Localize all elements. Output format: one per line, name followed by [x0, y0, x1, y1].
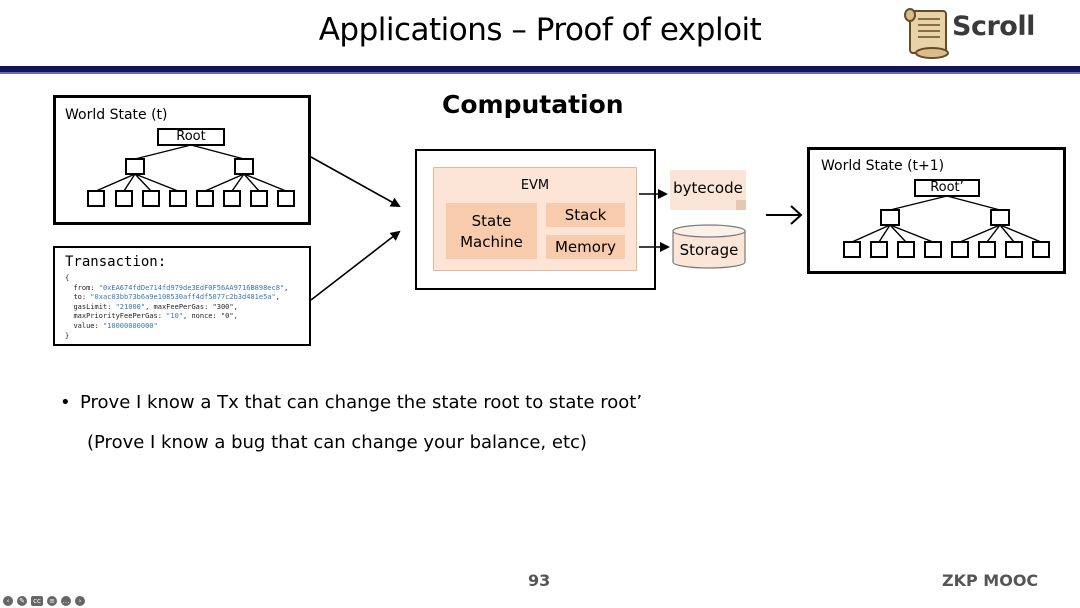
state-machine-box: State Machine: [446, 203, 537, 259]
code-line-value: value: "10000000000": [73, 321, 158, 330]
stack-box: Stack: [546, 203, 625, 227]
state-machine-label: State Machine: [460, 212, 523, 251]
code-close-brace: }: [65, 331, 70, 340]
bytecode-page-fold: [736, 200, 746, 210]
code-line-gas: gasLimit: "21000", maxFeePerGas: "300",: [73, 302, 238, 311]
scroll-logo-icon: [904, 8, 949, 59]
menu-icon[interactable]: ≡: [47, 596, 57, 606]
title-divider-shadow: [0, 72, 1080, 74]
world-state-t-label: World State (t): [65, 107, 168, 123]
world-state-t1-label: World State (t+1): [821, 158, 945, 174]
stack-label: Stack: [564, 206, 607, 224]
computation-heading: Computation: [442, 90, 624, 119]
bytecode-box: bytecode: [670, 170, 746, 210]
world-state-t1-box: World State (t+1): [807, 147, 1066, 274]
bytecode-label: bytecode: [673, 179, 743, 197]
code-open-brace: {: [65, 274, 70, 282]
code-line-from: from: "0xEA674fdDe714fd979de3EdF0F56AA97…: [73, 283, 289, 292]
logo-text: Scroll: [952, 11, 1035, 42]
evm-label: EVM: [520, 178, 550, 193]
memory-label: Memory: [554, 238, 616, 256]
root-label-t: Root: [176, 129, 206, 144]
page-number: 93: [528, 571, 551, 590]
edit-icon[interactable]: ✎: [17, 596, 27, 606]
transaction-code: { from: "0xEA674fdDe714fd979de3EdF0F56AA…: [65, 274, 288, 341]
arrow-tx-to-evm: [310, 230, 401, 301]
storage-label: Storage: [679, 241, 739, 259]
bullet-sub: (Prove I know a bug that can change your…: [87, 432, 587, 453]
arrow-to-new-state: [766, 205, 803, 225]
prev-icon[interactable]: ‹: [3, 596, 13, 606]
slide-title: Applications – Proof of exploit: [318, 12, 762, 48]
code-line-priority: maxPriorityFeePerGas: "10", nonce: "0",: [73, 312, 238, 321]
arrow-state-to-evm: [310, 156, 401, 207]
title-divider: [0, 66, 1080, 72]
captions-icon[interactable]: cc: [31, 596, 43, 606]
world-state-t-box: World State (t): [53, 95, 311, 225]
next-icon[interactable]: ›: [75, 596, 85, 606]
bullet-dot: •: [60, 392, 71, 413]
bullet-main: • Prove I know a Tx that can change the s…: [60, 392, 642, 413]
transaction-title: Transaction:: [65, 254, 167, 270]
bullet-main-text: Prove I know a Tx that can change the st…: [80, 392, 643, 413]
more-icon[interactable]: …: [61, 596, 71, 606]
root-label-t1: Root’: [930, 180, 964, 195]
memory-box: Memory: [546, 235, 625, 259]
transaction-box: Transaction: { from: "0xEA674fdDe714fd97…: [53, 246, 311, 346]
footer-brand: ZKP MOOC: [942, 571, 1039, 590]
code-line-to: to: "0xac03bb73b6a9e108530aff4df5077c2b3…: [73, 293, 280, 302]
